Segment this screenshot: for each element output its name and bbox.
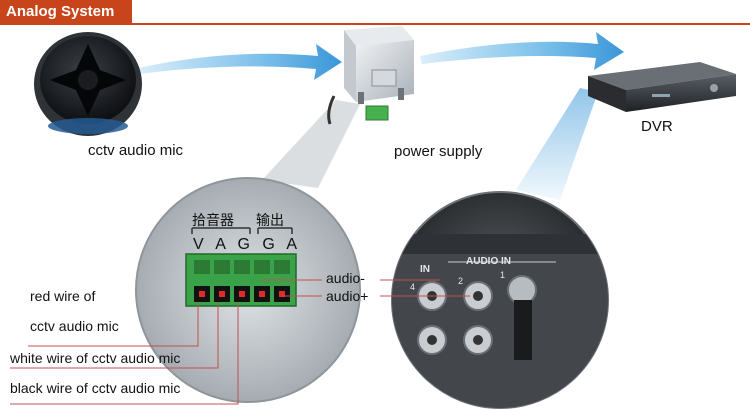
zoom-cone-right: [516, 88, 598, 200]
dvr-in-label: IN: [420, 264, 430, 275]
terminal-pin-letters: V A G G A: [193, 236, 301, 254]
bnc-connectors: [417, 275, 537, 360]
arrow-mic-to-power: [138, 44, 342, 80]
terminal-screws: [194, 260, 290, 302]
arrow-power-to-dvr: [420, 32, 624, 70]
mic-device: [34, 32, 142, 136]
dvr-panel-zoom-circle: [391, 191, 609, 409]
callout-lines: [10, 279, 470, 405]
page-title: Analog System: [6, 3, 115, 20]
callout-red-wire-line2: cctv audio mic: [30, 318, 119, 334]
pin-letter: A: [286, 236, 302, 253]
pin-letter: G: [262, 236, 279, 253]
callout-audio-plus: audio+: [326, 288, 369, 304]
terminal-chinese-right: 输出: [256, 213, 284, 229]
dvr-label: DVR: [641, 118, 673, 135]
pin-letter: A: [215, 236, 230, 253]
mic-label: cctv audio mic: [88, 142, 184, 159]
dvr-audio-in-label: AUDIO IN: [466, 256, 511, 267]
callout-black-wire: black wire of cctv audio mic: [10, 380, 181, 396]
port-number: 2: [458, 276, 464, 286]
port-number: 4: [410, 282, 416, 292]
power-supply-label: power supply: [394, 143, 483, 160]
callout-white-wire: white wire of cctv audio mic: [10, 350, 181, 366]
pin-letter: G: [237, 236, 254, 253]
callout-red-wire-line1: red wire of: [30, 288, 96, 304]
terminal-chinese-left: 拾音器: [192, 213, 234, 229]
zoom-cone-left: [262, 100, 360, 188]
port-number: 1: [500, 270, 506, 280]
power-supply-device: [327, 26, 414, 125]
title-underline: [0, 23, 750, 25]
dvr-device: [588, 62, 736, 112]
pin-letter: V: [193, 236, 208, 253]
callout-audio-minus: audio-: [326, 270, 365, 286]
title-tab: [0, 0, 132, 24]
